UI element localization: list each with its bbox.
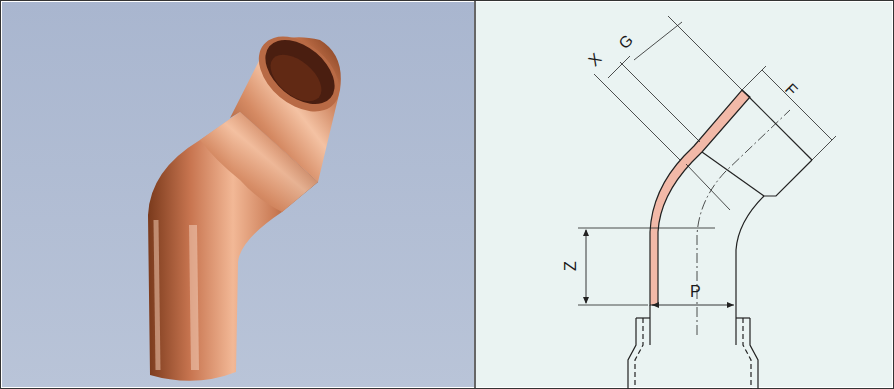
drawing-background bbox=[476, 2, 892, 387]
dimension-label: Z bbox=[563, 261, 579, 271]
elbow-section-drawing bbox=[578, 16, 836, 389]
photo-background bbox=[2, 2, 474, 387]
elbow-photo bbox=[148, 21, 354, 380]
dimension-label: P bbox=[690, 284, 701, 300]
